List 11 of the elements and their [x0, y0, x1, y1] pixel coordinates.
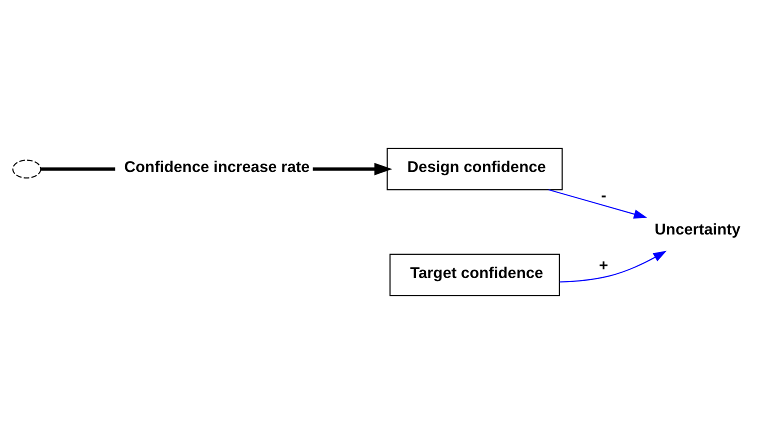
edge-label: - — [601, 186, 606, 204]
node-cloud — [12, 159, 42, 178]
arrow — [560, 250, 667, 282]
arrow — [548, 188, 648, 218]
edge-label: + — [598, 257, 608, 274]
node-box: Target confidence — [389, 253, 560, 296]
node-text: Confidence increase rate — [124, 158, 310, 176]
arrow — [312, 162, 392, 175]
node-text: Uncertainty — [654, 220, 740, 238]
connector — [40, 166, 116, 170]
node-box: Design confidence — [386, 147, 563, 190]
